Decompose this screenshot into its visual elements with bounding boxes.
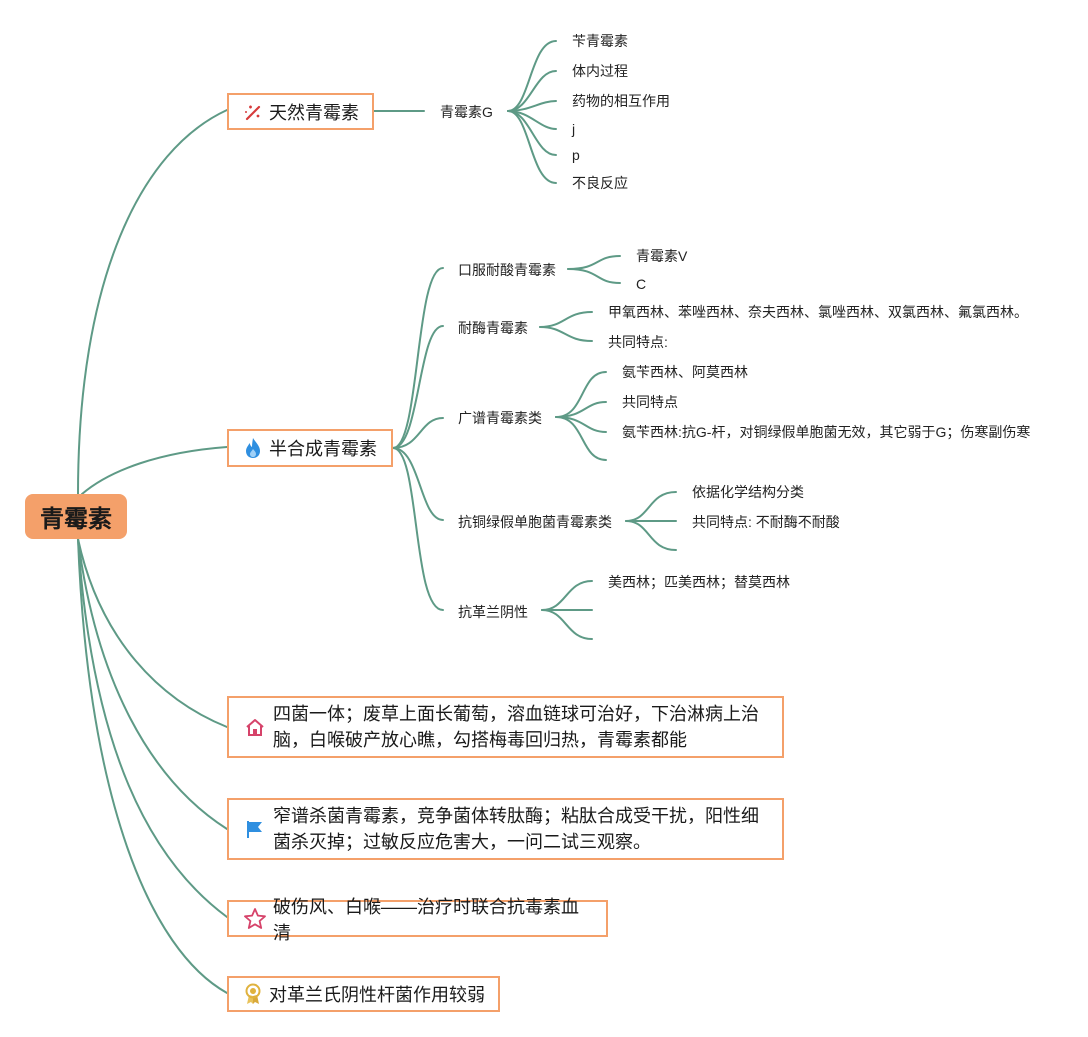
leaf-penicillin-v[interactable]: 青霉素V (636, 248, 688, 264)
branch-label: 半合成青霉素 (269, 439, 377, 459)
house-icon (245, 717, 265, 737)
mnemonic-line-1: 四菌一体；废草上面长葡萄，溶血链球可治好，下治淋病上治 (273, 704, 759, 724)
leaf-c[interactable]: C (636, 276, 647, 292)
leaf-mecillinam[interactable]: 美西林；匹美西林；替莫西林 (608, 574, 790, 590)
branch-label: 对革兰氏阴性杆菌作用较弱 (269, 985, 485, 1005)
group-enzyme-resistant[interactable]: 耐酶青霉素 (458, 320, 528, 336)
leaf-common-features[interactable]: 共同特点: 不耐酶不耐酸 (692, 514, 840, 530)
leaf-by-chemical-structure[interactable]: 依据化学结构分类 (692, 484, 804, 500)
mnemonic-line-2: 菌杀灭掉；过敏反应危害大，一问二试三观察。 (273, 832, 651, 852)
group-anti-gram-negative[interactable]: 抗革兰阴性 (458, 604, 528, 620)
leaf-j[interactable]: j (572, 121, 576, 137)
sparkle-icon (243, 102, 263, 122)
group-broad-spectrum[interactable]: 广谱青霉素类 (458, 410, 542, 426)
leaf-common-features[interactable]: 共同特点 (622, 394, 678, 410)
flame-icon (243, 438, 263, 458)
leaf-ampicillin-note[interactable]: 氨苄西林:抗G-杆，对铜绿假单胞菌无效，其它弱于G；伤寒副伤寒 (622, 424, 1031, 440)
flag-icon (245, 819, 265, 839)
branch-tetanus-diphtheria[interactable]: 破伤风、白喉——治疗时联合抗毒素血清 (227, 897, 608, 943)
leaf-common-features[interactable]: 共同特点: (608, 334, 668, 350)
branch-natural-penicillin[interactable]: 天然青霉素 (227, 93, 374, 130)
leaf-in-vivo-process[interactable]: 体内过程 (572, 63, 628, 79)
branch-label: 破伤风、白喉——治疗时联合抗毒素血清 (273, 896, 579, 943)
branch-mnemonic-narrow-spectrum[interactable]: 窄谱杀菌青霉素，竞争菌体转肽酶；粘肽合成受干扰，阳性细 菌杀灭掉；过敏反应危害大… (227, 798, 784, 860)
branch-label: 天然青霉素 (269, 102, 359, 123)
leaf-adverse-reaction[interactable]: 不良反应 (572, 175, 628, 191)
mnemonic-line-2: 脑，白喉破产放心瞧，勾搭梅毒回归热，青霉素都能 (273, 730, 687, 750)
root-node[interactable]: 青霉素 (25, 494, 127, 539)
mnemonic-line-1: 窄谱杀菌青霉素，竞争菌体转肽酶；粘肽合成受干扰，阳性细 (273, 806, 759, 826)
group-anti-pseudomonas[interactable]: 抗铜绿假单胞菌青霉素类 (458, 514, 612, 530)
leaf-ampicillin-amoxicillin[interactable]: 氨苄西林、阿莫西林 (622, 364, 748, 380)
ribbon-icon (243, 983, 263, 1004)
group-oral-acid-resistant[interactable]: 口服耐酸青霉素 (458, 262, 556, 278)
branch-mnemonic-four-bacteria[interactable]: 四菌一体；废草上面长葡萄，溶血链球可治好，下治淋病上治 脑，白喉破产放心瞧，勾搭… (227, 696, 784, 758)
node-penicillin-g[interactable]: 青霉素G (440, 104, 493, 120)
leaf-drug-interaction[interactable]: 药物的相互作用 (572, 93, 670, 109)
leaf-enzyme-resistant-drugs[interactable]: 甲氧西林、苯唑西林、奈夫西林、氯唑西林、双氯西林、氟氯西林。 (608, 304, 1028, 320)
branch-semisynthetic-penicillin[interactable]: 半合成青霉素 (227, 429, 393, 467)
root-label: 青霉素 (40, 506, 112, 533)
branch-gram-negative-weak[interactable]: 对革兰氏阴性杆菌作用较弱 (227, 976, 500, 1012)
leaf-benzylpenicillin[interactable]: 苄青霉素 (572, 33, 628, 49)
star-icon (243, 907, 267, 931)
leaf-p[interactable]: p (572, 147, 580, 163)
